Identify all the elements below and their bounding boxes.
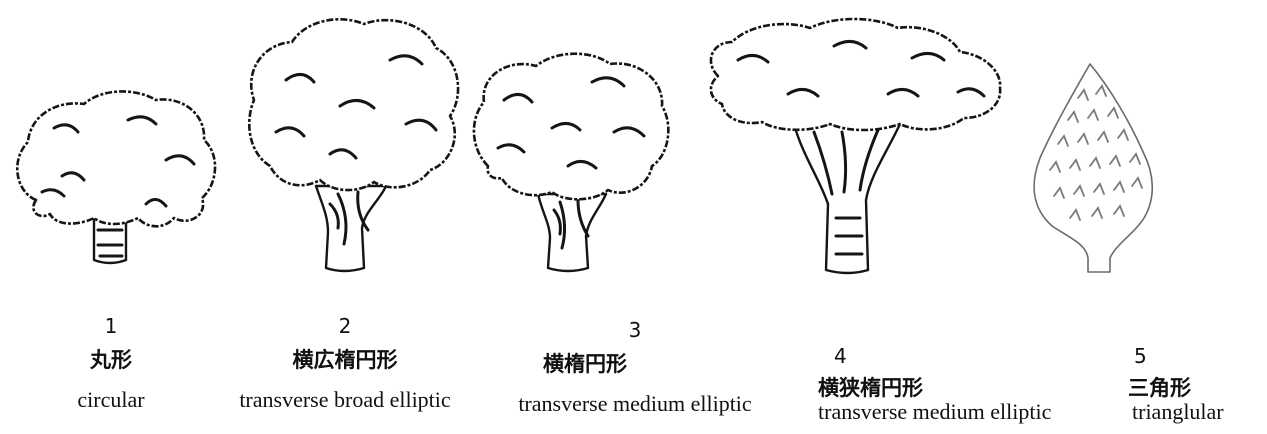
shape-1-circular-illustration (6, 80, 221, 280)
shape-3-number: 3 (628, 318, 642, 342)
shape-4-name-jp: 横狭楕円形 (818, 376, 923, 400)
shape-2-name-jp: 横広楕円形 (292, 348, 398, 372)
shape-4-name-en: transverse medium elliptic (818, 399, 1052, 424)
shape-3-name-jp: 横楕円形 (543, 352, 627, 376)
shape-3-caption: 3 横楕円形 transverse medium elliptic (490, 318, 780, 418)
shape-5-triangular-illustration (1026, 58, 1158, 284)
shape-1-name-en: circular (77, 387, 145, 412)
shape-2-transverse-broad-elliptic-illustration (240, 8, 465, 280)
shape-5-caption: 5 三角形 (1128, 344, 1248, 402)
shape-5-name-en: trianglular (1132, 399, 1224, 424)
shape-1-name-jp: 丸形 (90, 348, 132, 372)
shape-3-transverse-medium-elliptic-illustration (468, 48, 670, 274)
shape-1-caption: 1 丸形 circular (46, 314, 176, 414)
shape-5-number: 5 (1134, 344, 1147, 368)
shape-2-caption: 2 横広楕円形 transverse broad elliptic (200, 314, 490, 414)
shape-2-number: 2 (338, 314, 352, 338)
shape-4-number: 4 (834, 344, 847, 368)
shape-3-name-en: transverse medium elliptic (518, 391, 752, 416)
shape-4-caption: 4 横狭楕円形 (812, 344, 1112, 402)
shape-4-transverse-narrow-elliptic-illustration (702, 14, 1008, 280)
shape-1-number: 1 (104, 314, 118, 338)
shape-2-name-en: transverse broad elliptic (239, 387, 451, 412)
shape-5-name-jp: 三角形 (1128, 376, 1191, 400)
